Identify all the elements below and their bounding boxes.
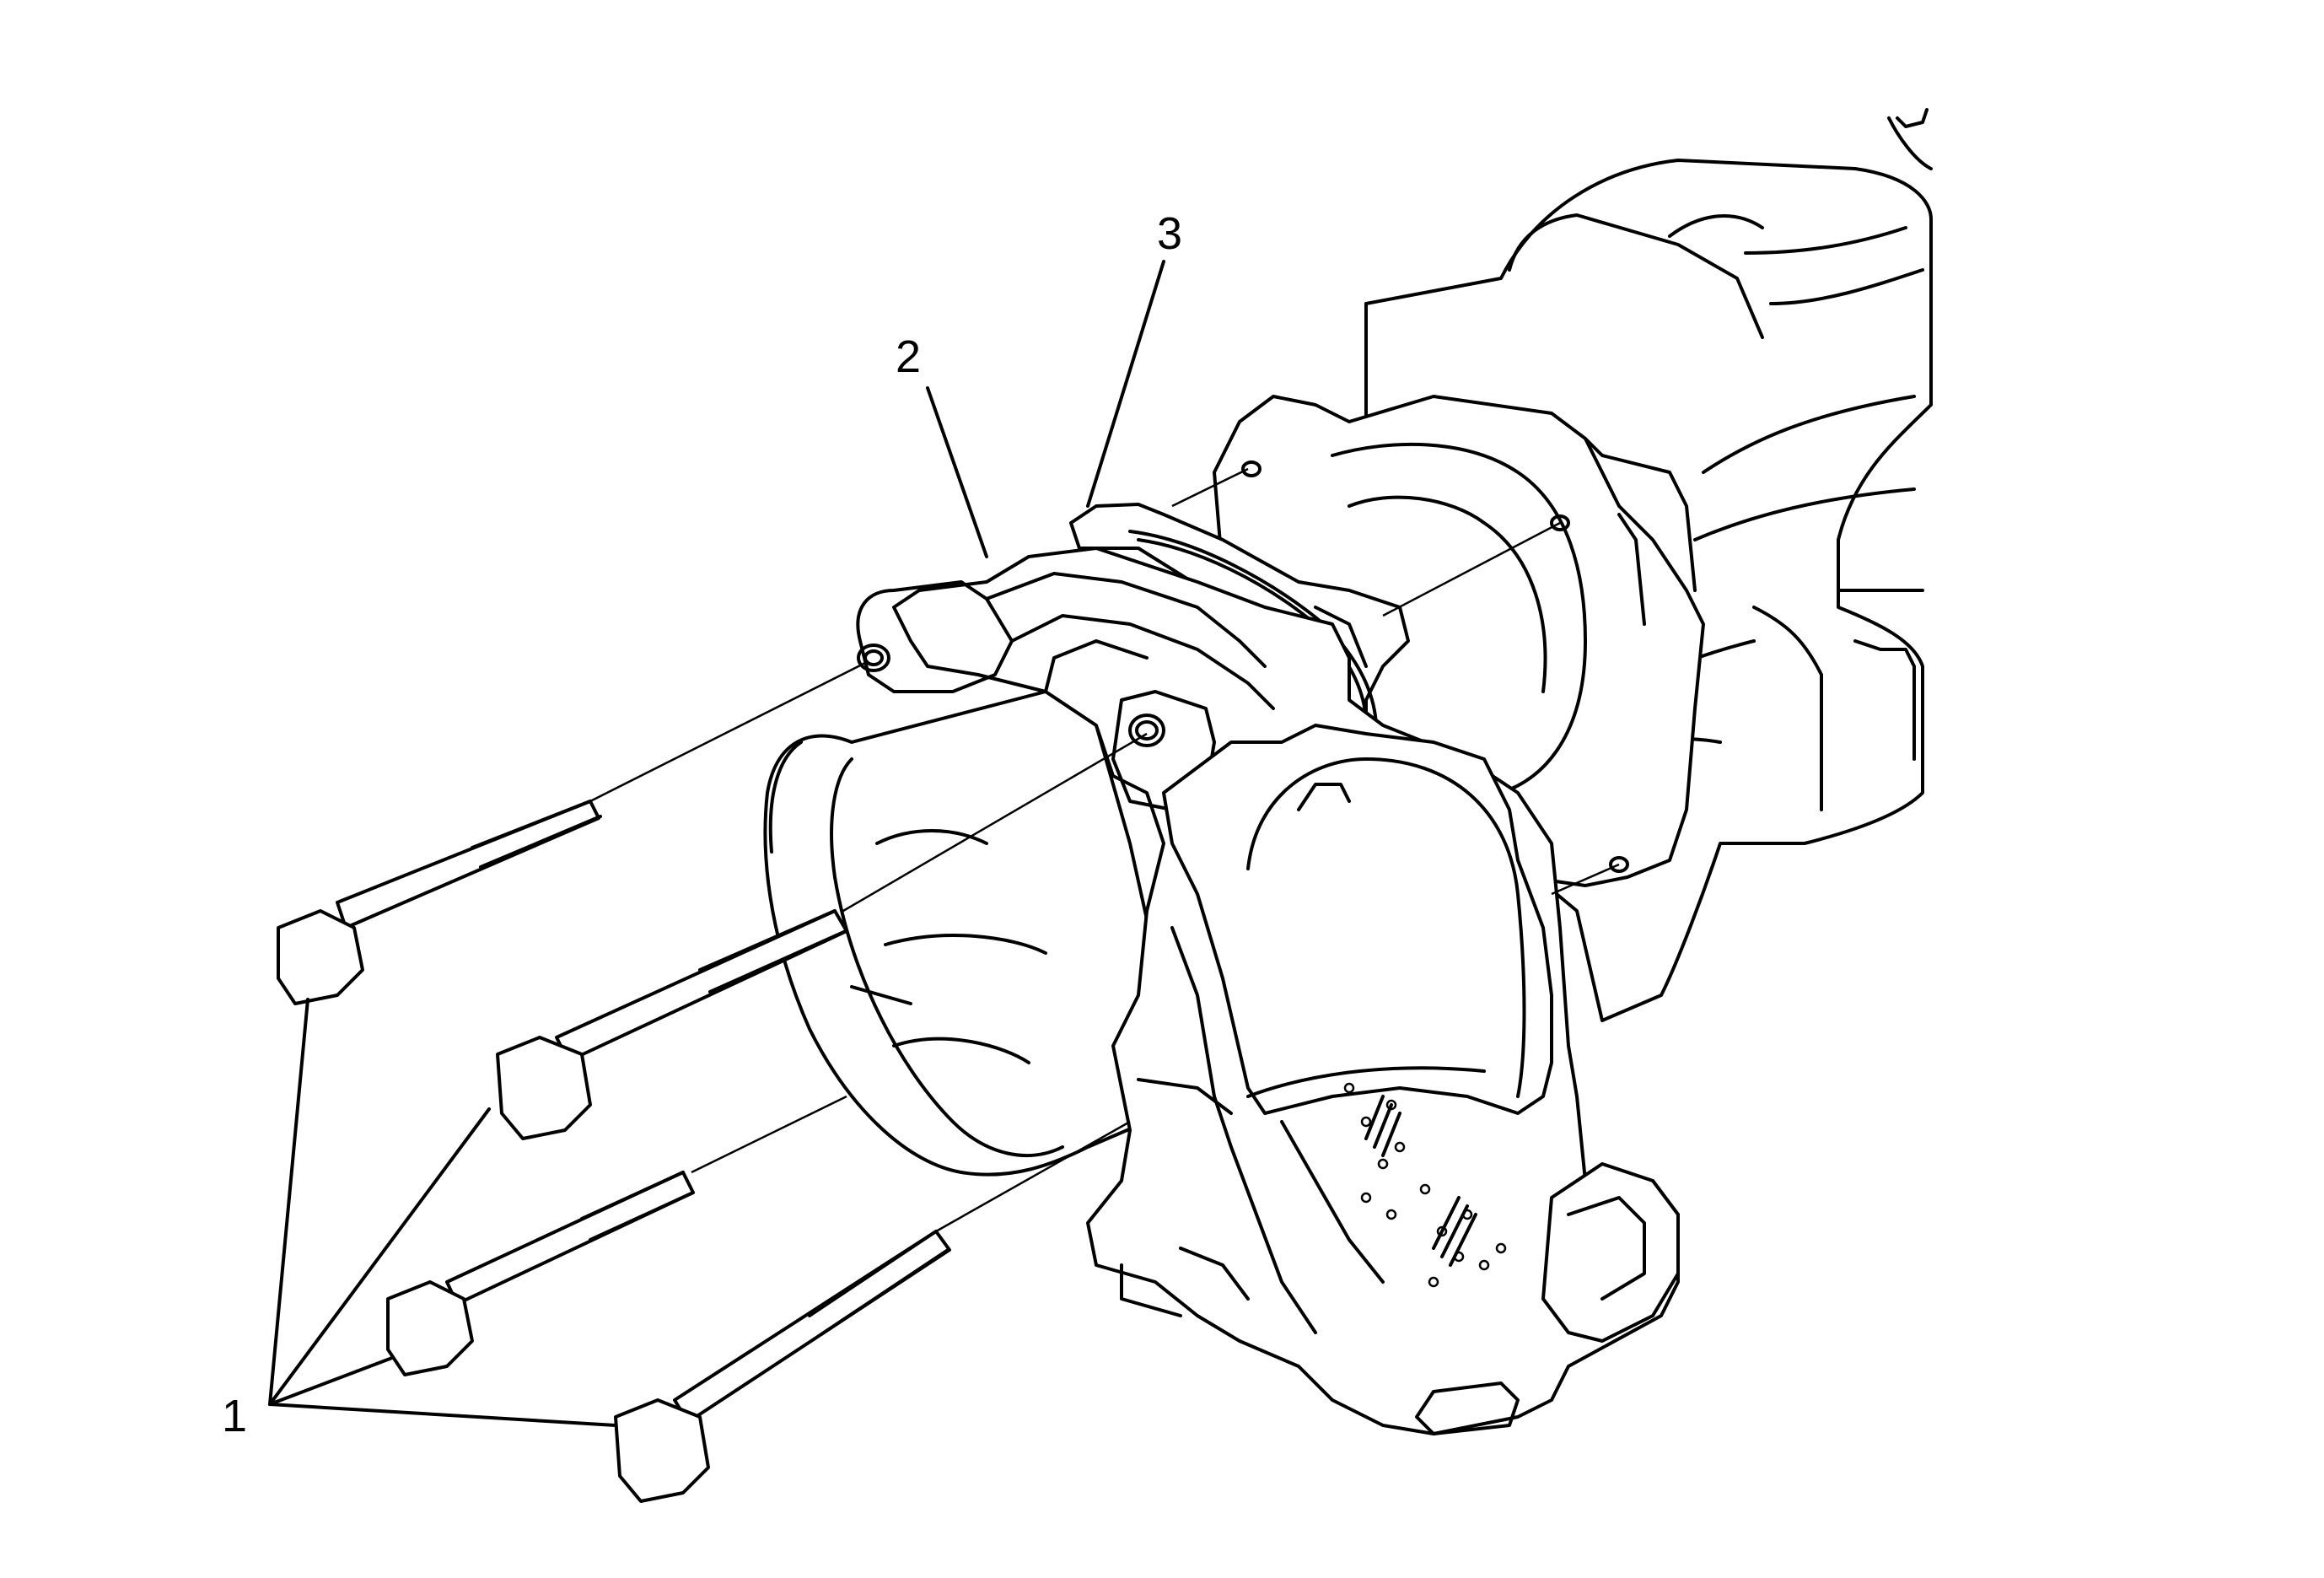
leader-lines — [268, 260, 1165, 1427]
bolt-4 — [614, 1230, 951, 1503]
bolt-3 — [386, 1171, 695, 1376]
bolt-1 — [277, 800, 602, 1005]
callout-2-label: 2 — [896, 331, 922, 382]
sensor-board-pins — [1343, 1082, 1507, 1288]
alignment-lines — [589, 467, 1620, 1233]
throttle-body — [763, 547, 1680, 1435]
callout-1-label: 1 — [222, 1391, 248, 1441]
callout-3-label: 3 — [1157, 208, 1183, 259]
bolt-2 — [496, 909, 848, 1140]
